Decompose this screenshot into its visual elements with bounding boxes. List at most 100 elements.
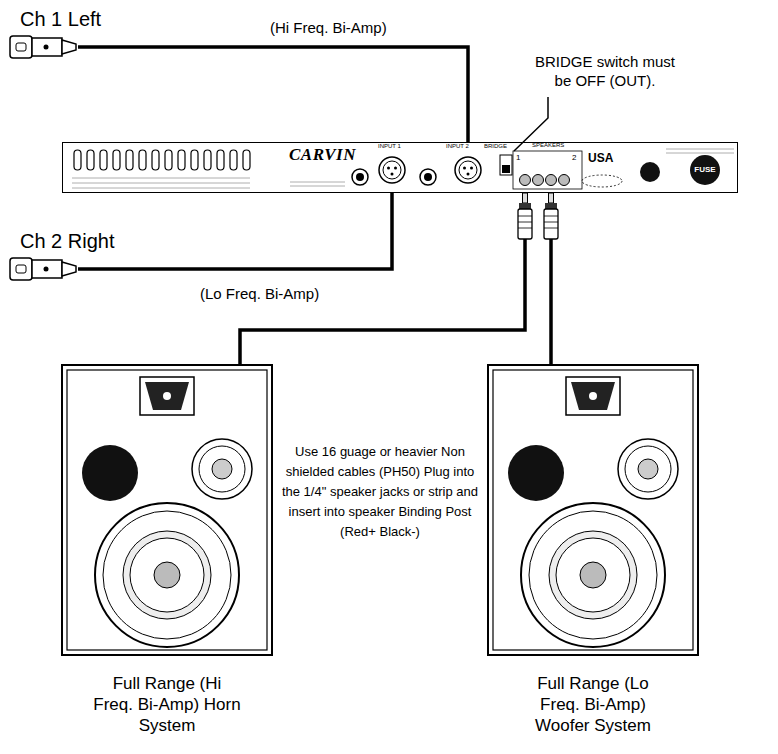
plug-groove — [544, 228, 558, 229]
warning-print — [72, 183, 250, 184]
panel-label: SPEAKERS — [532, 142, 564, 149]
speaker-caption: Full Range (Hi Freq. Bi-Amp) Horn System — [92, 673, 242, 736]
quarter-inch-jack — [352, 169, 368, 185]
jack-hole — [356, 173, 364, 181]
woofer-surround — [529, 511, 657, 639]
midrange — [618, 439, 678, 499]
woofer-cone-inner — [130, 538, 204, 612]
vent-slot — [139, 150, 146, 170]
plug-groove — [518, 222, 532, 223]
plug-groove — [544, 222, 558, 223]
power-cord-socket — [640, 162, 660, 182]
horn-mouth — [145, 382, 189, 410]
xlr-plug-front — [10, 258, 32, 280]
binding-post — [559, 175, 570, 186]
vent-slot — [230, 150, 237, 170]
woofer — [95, 503, 239, 647]
panel-label: INPUT 2 — [446, 143, 469, 150]
xlr-dot — [44, 267, 49, 272]
xlr-dot — [44, 45, 49, 50]
jack-hole — [424, 173, 432, 181]
dust-cap — [580, 562, 606, 588]
speaker-system: Full Range (Hi Freq. Bi-Amp) Horn System — [62, 365, 272, 736]
vent-slot — [217, 150, 224, 170]
horn-mouth — [571, 382, 615, 410]
woofer-cone — [123, 531, 211, 619]
binding-post — [520, 175, 531, 186]
horn-throat — [589, 392, 597, 400]
xlr-pin — [470, 167, 473, 170]
cable-label: (Hi Freq. Bi-Amp) — [270, 18, 387, 37]
vent-slot — [178, 150, 185, 170]
horn-frame — [566, 377, 620, 415]
vent-slot — [113, 150, 120, 170]
vent-slot — [243, 150, 250, 170]
xlr-plug-body — [32, 38, 62, 56]
cable-label: (Lo Freq. Bi-Amp) — [200, 284, 319, 303]
warning-print — [72, 188, 250, 189]
horn-throat — [163, 392, 171, 400]
vent-slot — [152, 150, 159, 170]
terminal-number: 1 — [516, 153, 520, 163]
xlr-plug-body — [32, 260, 62, 278]
channel-label: Ch 1 Left — [8, 6, 168, 32]
port — [508, 445, 564, 501]
speaker-caption: Full Range (Lo Freq. Bi-Amp) Woofer Syst… — [518, 673, 668, 736]
xlr-input-ring — [383, 161, 401, 179]
xlr-pin — [391, 173, 394, 176]
vent-slot — [74, 150, 81, 170]
binding-post — [546, 175, 557, 186]
midrange-cap — [638, 459, 658, 479]
midrange-cone — [625, 446, 671, 492]
midrange-cone — [199, 446, 245, 492]
panel-label: INPUT 1 — [378, 143, 401, 150]
xlr-plug-front — [10, 36, 32, 58]
terminal-number: 2 — [572, 153, 576, 163]
woofer-surround — [103, 511, 231, 639]
horn-frame — [140, 377, 194, 415]
vent-slot — [126, 150, 133, 170]
xlr-connector: Ch 1 Left — [8, 6, 168, 64]
speaker-section — [513, 151, 582, 189]
rating-print — [290, 186, 345, 187]
warning-print — [72, 178, 250, 179]
vent-slot — [100, 150, 107, 170]
xlr-input-ring — [459, 161, 477, 179]
binding-post — [533, 175, 544, 186]
plug-collar — [545, 203, 557, 209]
plug-tip — [549, 193, 554, 203]
woofer-cone-inner — [556, 538, 630, 612]
note-text: Use 16 guage or heavier Non shielded cab… — [280, 442, 480, 542]
xlr-input — [455, 157, 481, 183]
midrange-cap — [212, 459, 232, 479]
fuse-label: FUSE — [690, 165, 720, 175]
cabinet-space — [488, 365, 698, 655]
plug-groove — [544, 216, 558, 217]
xlr-strain-relief — [62, 40, 76, 54]
cabinet-space — [62, 365, 272, 655]
vent-slot — [165, 150, 172, 170]
fuse-holder — [690, 155, 720, 185]
xlr-latch — [16, 43, 26, 51]
plug-groove — [518, 228, 532, 229]
plug-tip — [523, 193, 528, 203]
plug-collar — [519, 203, 531, 209]
plug-grip — [544, 209, 558, 239]
xlr-pin — [463, 167, 466, 170]
plug-grip — [518, 209, 532, 239]
vent-slot — [191, 150, 198, 170]
panel-ground — [62, 142, 738, 193]
origin-mark: USA — [588, 151, 613, 165]
cabinet-grille-edge — [67, 370, 267, 650]
warning-print — [666, 149, 734, 150]
serial-oval — [582, 175, 622, 187]
vent-slot — [204, 150, 211, 170]
cabinet-grille-edge — [493, 370, 693, 650]
panel-label: BRIDGE — [484, 143, 507, 150]
vent-slot — [87, 150, 94, 170]
amplifier-panel: CARVIN — [62, 142, 738, 193]
midrange — [192, 439, 252, 499]
quarter-inch-jack — [420, 169, 436, 185]
